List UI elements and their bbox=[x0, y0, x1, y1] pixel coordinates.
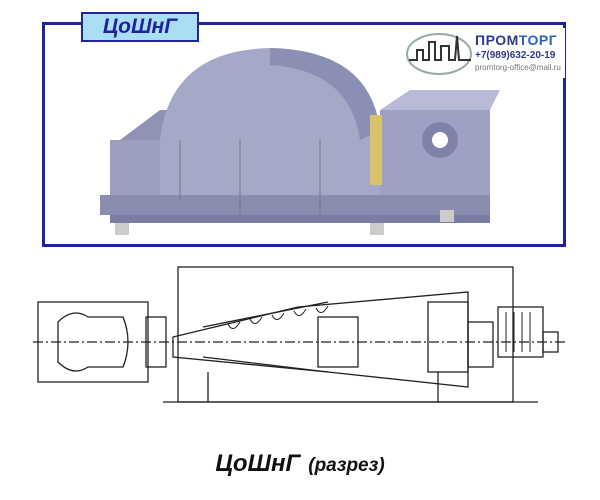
company-logo: ПРОМТОРГ +7(989)632-20-19 promtorg-offic… bbox=[405, 28, 565, 78]
centrifuge-photo bbox=[100, 48, 500, 235]
model-label-text: ЦоШнГ bbox=[102, 15, 178, 38]
figure-caption: ЦоШнГ (разрез) bbox=[0, 450, 600, 478]
model-label: ЦоШнГ bbox=[81, 12, 199, 42]
phone-number: +7(989)632-20-19 bbox=[475, 50, 556, 61]
city-skyline-icon bbox=[406, 33, 472, 75]
brand-part1: ПРОМ bbox=[475, 32, 519, 48]
cross-section-drawing bbox=[33, 266, 568, 403]
brand-name: ПРОМТОРГ bbox=[475, 32, 557, 48]
email: promtorg-office@mail.ru bbox=[475, 63, 561, 72]
brand-part2: ТОРГ bbox=[518, 32, 558, 48]
caption-title: ЦоШнГ bbox=[215, 450, 301, 477]
caption-subtitle: (разрез) bbox=[308, 455, 385, 476]
photo-frame bbox=[42, 22, 566, 247]
